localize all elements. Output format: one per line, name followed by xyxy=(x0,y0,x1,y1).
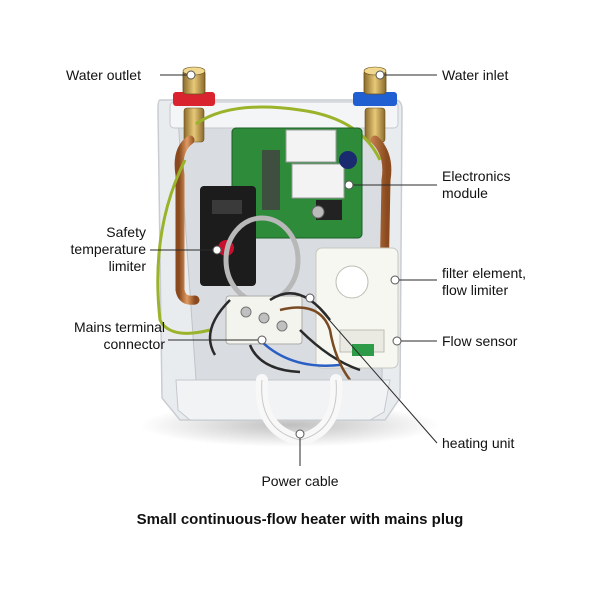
electronics-pcb xyxy=(231,127,363,239)
dot-mains xyxy=(257,335,267,345)
housing-bottom xyxy=(175,379,391,421)
label-water-outlet: Water outlet xyxy=(66,67,141,83)
blue-wire xyxy=(259,339,341,367)
mains-terminal-block xyxy=(225,295,303,345)
label-heating-unit: heating unit xyxy=(442,435,515,451)
label-power-cable: Power cable xyxy=(261,473,339,489)
label-water-inlet: Water inlet xyxy=(442,67,509,83)
label-electronics-module: Electronics module xyxy=(442,168,511,201)
dot-flow-sensor xyxy=(392,336,402,346)
dot-filter xyxy=(390,275,400,285)
flow-sensor-block xyxy=(315,247,399,369)
label-mains-terminal: Mains terminal connector xyxy=(73,319,165,352)
label-safety-limiter: Safety temperature limiter xyxy=(70,224,146,274)
label-flow-sensor: Flow sensor xyxy=(442,333,518,349)
dot-power-cable xyxy=(295,429,305,439)
dot-electronics xyxy=(344,180,354,190)
copper-pipe-left xyxy=(174,135,200,305)
dot-heating xyxy=(305,293,315,303)
label-filter-element: filter element, flow limiter xyxy=(442,265,527,298)
earth-wire xyxy=(156,105,382,335)
dot-water-inlet xyxy=(375,70,385,80)
brown-wire xyxy=(279,306,352,381)
callout-dots xyxy=(186,70,402,439)
safety-limiter-device xyxy=(200,186,256,286)
water-outlet-fitting xyxy=(173,66,215,143)
internal-wires xyxy=(208,292,361,374)
leader-heating xyxy=(309,297,438,444)
leader-lines xyxy=(150,74,438,466)
figure-caption: Small continuous-flow heater with mains … xyxy=(136,511,464,528)
dot-safety xyxy=(212,245,222,255)
dot-water-outlet xyxy=(186,70,196,80)
